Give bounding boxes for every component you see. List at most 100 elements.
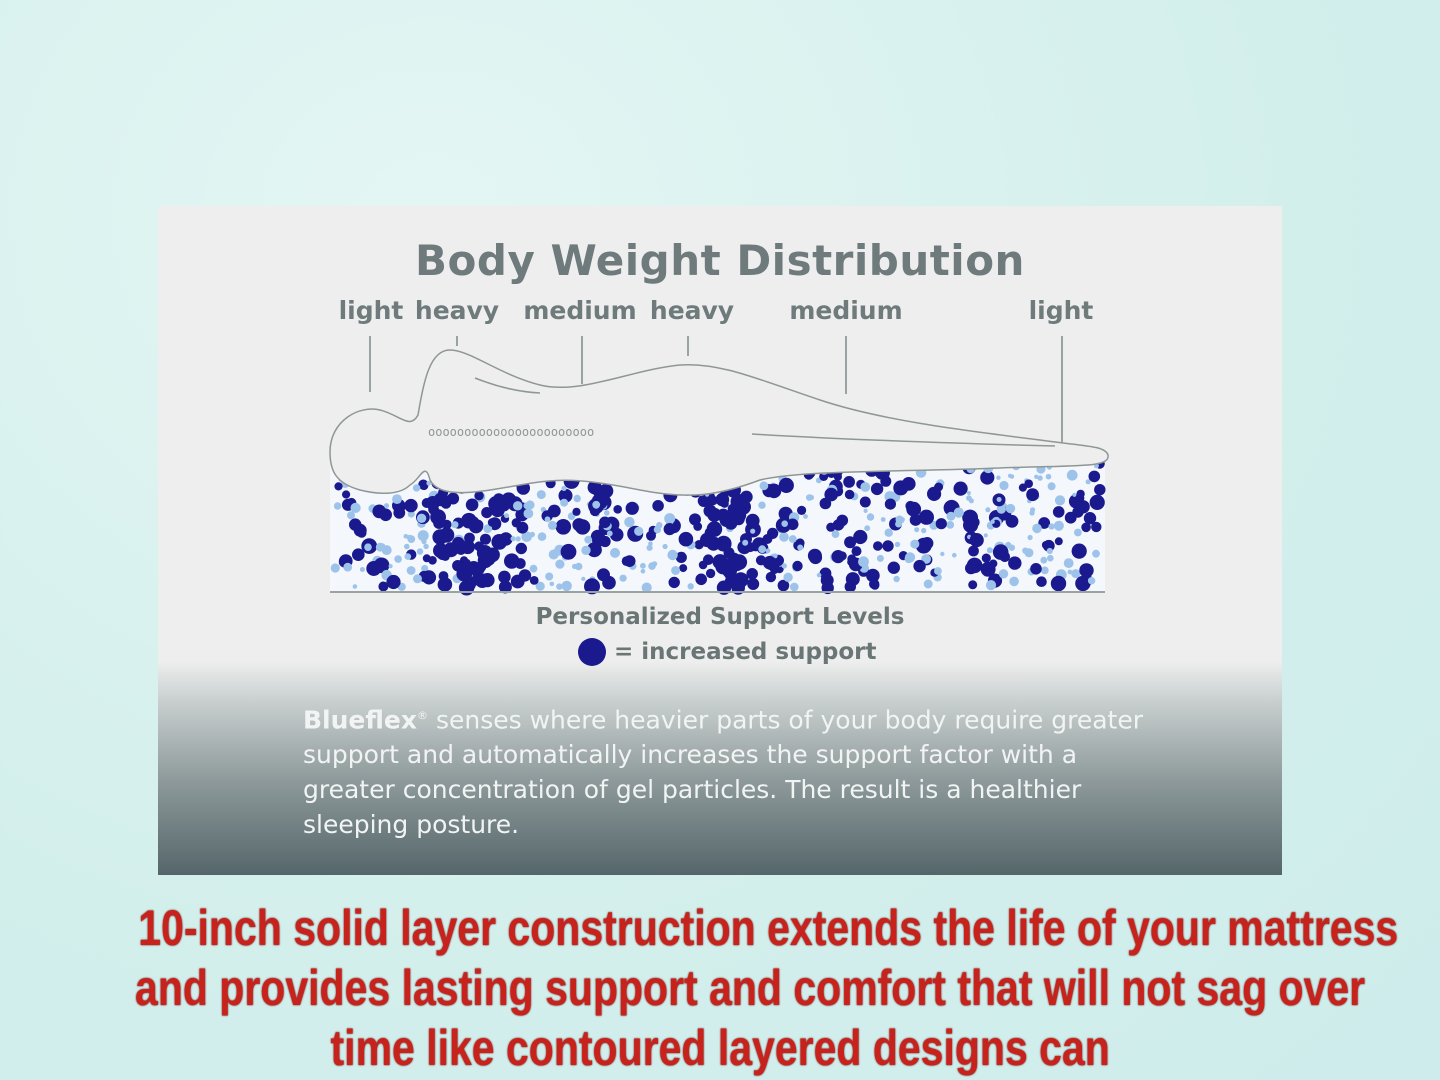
gel-particle <box>575 562 583 571</box>
gel-particle <box>1052 506 1065 518</box>
gel-particle <box>641 582 652 593</box>
gel-particle <box>1089 494 1105 510</box>
gel-particle <box>996 475 1001 480</box>
caption-line: and provides lasting support and comfort… <box>135 960 1366 1016</box>
gel-particle <box>426 480 432 486</box>
diagram-title: Body Weight Distribution <box>415 236 1025 285</box>
gel-particle <box>968 516 980 528</box>
gel-particle <box>413 574 422 584</box>
gel-particle <box>421 564 429 573</box>
gel-particle <box>481 552 496 566</box>
gel-particle <box>893 575 900 583</box>
gel-particle <box>1083 512 1097 525</box>
gel-particle <box>750 528 756 534</box>
gel-particle <box>1024 479 1033 489</box>
brand-name: Blueflex <box>303 705 417 735</box>
gel-particle <box>980 470 995 485</box>
gel-particle <box>456 545 466 555</box>
gel-particle <box>572 507 581 516</box>
gel-particle <box>330 563 340 573</box>
gel-particle <box>634 526 644 536</box>
gel-particle <box>873 541 883 551</box>
gel-particle <box>510 536 516 542</box>
gel-particle <box>619 574 627 582</box>
gel-particle <box>1030 563 1042 575</box>
gel-particle <box>1087 577 1096 585</box>
gel-particle <box>599 485 608 494</box>
gel-particle <box>884 528 893 537</box>
gel-particle <box>544 516 551 523</box>
gel-particle <box>547 504 561 518</box>
gel-particle <box>826 522 836 532</box>
gel-particle <box>703 554 714 565</box>
body-pattern: ooooooooooooooooooooooo <box>428 425 594 439</box>
gel-particle <box>1047 554 1054 562</box>
gel-particle <box>610 547 620 558</box>
gel-particle <box>549 581 555 587</box>
caption: 10-inch solid layer construction extends… <box>0 898 1440 1078</box>
gel-particle <box>334 482 343 491</box>
gel-particle <box>421 539 427 545</box>
caption-line: time like contoured layered designs can <box>330 1020 1110 1076</box>
gel-particle <box>918 509 935 525</box>
gel-particle <box>464 532 475 544</box>
gel-particle <box>416 513 427 523</box>
gel-particle <box>498 570 511 584</box>
gel-particle <box>560 498 569 507</box>
gel-particle <box>792 560 803 572</box>
gel-particle <box>516 521 529 534</box>
zone-label: medium <box>789 296 903 325</box>
gel-particle <box>394 555 402 563</box>
gel-particle <box>1009 576 1019 587</box>
gel-particle <box>555 559 565 569</box>
gel-particle <box>678 531 694 547</box>
gel-particle <box>573 494 581 503</box>
gel-particle <box>474 541 484 552</box>
gel-particle <box>529 576 539 585</box>
gel-particle <box>465 498 479 512</box>
gel-particle <box>863 508 868 513</box>
gel-particle <box>742 539 749 546</box>
gel-particle <box>613 505 622 514</box>
gel-particle <box>808 550 823 565</box>
gel-particle <box>1053 520 1064 531</box>
gel-particle <box>1005 541 1012 549</box>
gel-particle <box>523 508 534 519</box>
gel-particle <box>1085 479 1091 485</box>
gel-particle <box>706 536 721 551</box>
gel-particle <box>451 521 459 529</box>
gel-particle <box>1040 566 1049 575</box>
gel-particle <box>783 572 793 582</box>
gel-particle <box>779 532 789 542</box>
gel-particle <box>504 513 510 519</box>
gel-particle <box>513 501 523 511</box>
gel-particle <box>851 546 862 557</box>
gel-particle <box>388 564 393 569</box>
gel-particle <box>493 493 505 505</box>
gel-particle <box>986 547 993 554</box>
gel-particle <box>1048 523 1055 530</box>
gel-particle <box>795 538 805 548</box>
gel-particle <box>819 567 832 580</box>
gel-particle <box>343 562 353 572</box>
gel-particle <box>910 539 920 549</box>
gel-particle <box>1034 474 1039 479</box>
gel-particle <box>1007 473 1013 478</box>
zone-label: light <box>338 296 404 325</box>
gel-particle <box>708 495 718 506</box>
gel-particle <box>797 505 807 515</box>
zone-tick <box>845 336 847 394</box>
gel-particle <box>378 581 389 592</box>
gel-particle <box>419 481 429 491</box>
gel-particle <box>1072 492 1077 497</box>
gel-particle <box>832 519 845 531</box>
gel-particle <box>866 568 880 583</box>
gel-particle <box>905 552 916 563</box>
gel-particle <box>758 501 766 509</box>
gel-particle <box>1066 469 1078 481</box>
gel-particle <box>556 583 563 590</box>
gel-particle <box>428 556 437 565</box>
gel-particle <box>481 506 493 519</box>
zone-tick <box>456 336 458 346</box>
gel-particle <box>858 556 869 568</box>
